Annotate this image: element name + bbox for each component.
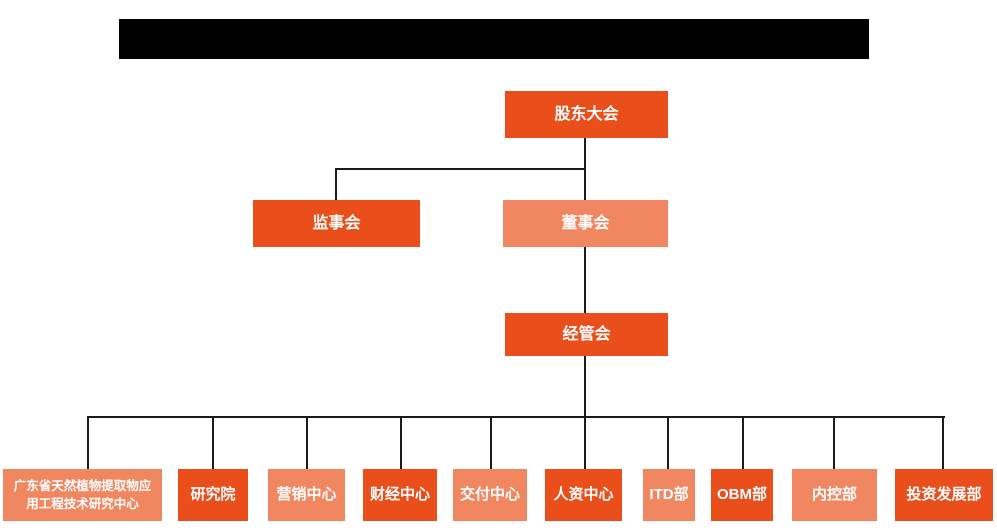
connector-drop-institute xyxy=(212,416,214,470)
connector-management-bus xyxy=(584,356,586,417)
org-node-dept-finance-label: 财经中心 xyxy=(369,486,430,504)
connector-drop-hr xyxy=(584,416,586,470)
org-node-dept-investment-label: 投资发展部 xyxy=(906,486,982,504)
org-node-management-label: 经管会 xyxy=(562,325,611,343)
org-node-dept-research-center-label: 广东省天然植物提取物应用工程技术研究中心 xyxy=(13,478,152,511)
connector-drop-research-center xyxy=(87,416,89,470)
org-node-dept-hr-label: 人资中心 xyxy=(553,486,614,504)
connector-branch-horizontal xyxy=(336,168,586,170)
connector-drop-finance xyxy=(400,416,402,470)
org-node-dept-delivery: 交付中心 xyxy=(453,469,527,521)
connector-drop-itd xyxy=(667,416,669,470)
org-node-dept-research-center: 广东省天然植物提取物应用工程技术研究中心 xyxy=(3,469,162,521)
org-node-dept-investment: 投资发展部 xyxy=(895,469,993,521)
connector-drop-marketing xyxy=(306,416,308,470)
org-node-dept-obm: OBM部 xyxy=(711,469,773,521)
org-node-dept-itd: ITD部 xyxy=(643,469,695,521)
org-node-supervisors: 监事会 xyxy=(253,200,420,247)
connector-directors-management xyxy=(584,247,586,313)
org-node-dept-marketing-label: 营销中心 xyxy=(276,486,337,504)
org-node-dept-internal-control: 内控部 xyxy=(792,469,877,521)
org-node-dept-finance: 财经中心 xyxy=(363,469,437,521)
org-node-directors: 董事会 xyxy=(503,200,668,247)
connector-drop-internal-control xyxy=(833,416,835,470)
org-node-dept-itd-label: ITD部 xyxy=(649,486,689,504)
connector-department-bus xyxy=(87,416,945,418)
org-node-management: 经管会 xyxy=(505,313,668,356)
org-node-dept-institute-label: 研究院 xyxy=(190,486,236,504)
connector-drop-delivery xyxy=(490,416,492,470)
org-node-shareholders: 股东大会 xyxy=(505,91,668,138)
connector-drop-obm xyxy=(742,416,744,470)
org-node-dept-obm-label: OBM部 xyxy=(717,486,767,504)
connector-drop-investment xyxy=(942,416,944,470)
org-node-shareholders-label: 股东大会 xyxy=(554,105,619,123)
org-node-dept-delivery-label: 交付中心 xyxy=(459,486,520,504)
org-node-supervisors-label: 监事会 xyxy=(312,214,361,232)
connector-supervisors-drop xyxy=(335,168,337,200)
org-node-dept-internal-control-label: 内控部 xyxy=(811,486,857,504)
org-node-dept-hr: 人资中心 xyxy=(545,469,622,521)
redacted-title-bar xyxy=(119,19,869,59)
org-node-dept-marketing: 营销中心 xyxy=(268,469,345,521)
org-node-dept-institute: 研究院 xyxy=(178,469,248,521)
org-node-directors-label: 董事会 xyxy=(561,214,610,232)
